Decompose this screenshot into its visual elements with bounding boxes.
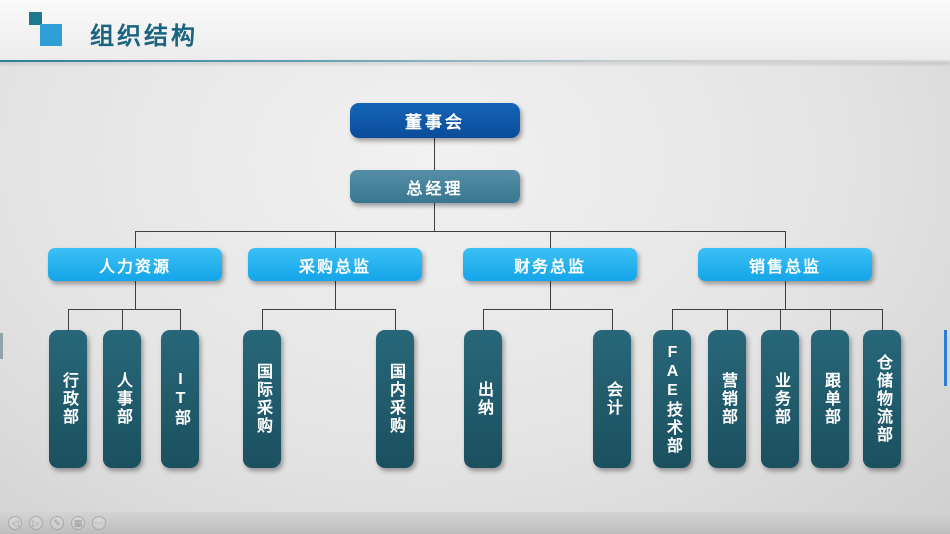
next-slide-icon[interactable]: ▷ [29,516,43,530]
org-node-intl-purchasing: 国际采购 [243,330,281,468]
page-title: 组织结构 [90,23,198,50]
connector-sales-down [785,281,786,309]
org-node-warehouse-logistics-dept: 仓储物流部 [863,330,901,468]
org-node-sales: 销售总监 [698,248,872,281]
org-node-personnel-dept: 人事部 [103,330,141,468]
org-node-marketing-dept: 营销部 [708,330,746,468]
connector-purchasing-down [335,281,336,309]
connector-drop-sales-4 [882,309,883,330]
org-node-domestic-purchasing: 国内采购 [376,330,414,468]
connector-finance-down [550,281,551,309]
slideshow-controls: ◁ ▷ ✎ ▦ ⋯ [8,516,106,530]
connector-root-manager [434,138,435,170]
connector-sales-rail [672,309,882,310]
org-node-finance: 财务总监 [463,248,637,281]
connector-drop-hr-2 [180,309,181,330]
org-node-it-dept: IT部 [161,330,199,468]
bottom-bar [0,512,950,534]
slide-header: 组织结构 [0,0,950,60]
connector-drop-sales-2 [780,309,781,330]
connector-drop-branch-3 [785,231,786,248]
connector-manager-down [434,203,435,231]
org-node-fae-tech-dept: FAE技术部 [653,330,691,468]
connector-finance-rail [483,309,612,310]
org-node-board: 董事会 [350,103,520,138]
org-node-order-dept: 跟单部 [811,330,849,468]
org-node-business-dept: 业务部 [761,330,799,468]
previous-slide-icon[interactable]: ◁ [8,516,22,530]
connector-purchasing-rail [262,309,395,310]
connector-branch-rail [135,231,785,232]
connector-hr-down [135,281,136,309]
logo-square-light-icon [40,24,62,46]
connector-drop-purchasing-0 [262,309,263,330]
connector-drop-purchasing-1 [395,309,396,330]
connector-drop-sales-0 [672,309,673,330]
connector-hr-rail [68,309,180,310]
pen-tool-icon[interactable]: ✎ [50,516,64,530]
org-node-general-manager: 总经理 [350,170,520,203]
org-node-purchasing: 采购总监 [248,248,422,281]
connector-drop-finance-1 [612,309,613,330]
left-edge-accent [0,333,3,359]
org-node-accountant: 会计 [593,330,631,468]
connector-drop-sales-3 [830,309,831,330]
header-divider [0,60,950,62]
logo-square-dark-icon [29,12,42,25]
right-edge-accent [944,330,947,386]
connector-drop-sales-1 [727,309,728,330]
connector-drop-branch-0 [135,231,136,248]
connector-drop-branch-1 [335,231,336,248]
org-node-cashier: 出纳 [464,330,502,468]
org-node-hr: 人力资源 [48,248,222,281]
org-node-admin-dept: 行政部 [49,330,87,468]
slide-grid-icon[interactable]: ▦ [71,516,85,530]
connector-drop-finance-0 [483,309,484,330]
more-options-icon[interactable]: ⋯ [92,516,106,530]
connector-drop-branch-2 [550,231,551,248]
connector-drop-hr-1 [122,309,123,330]
connector-drop-hr-0 [68,309,69,330]
